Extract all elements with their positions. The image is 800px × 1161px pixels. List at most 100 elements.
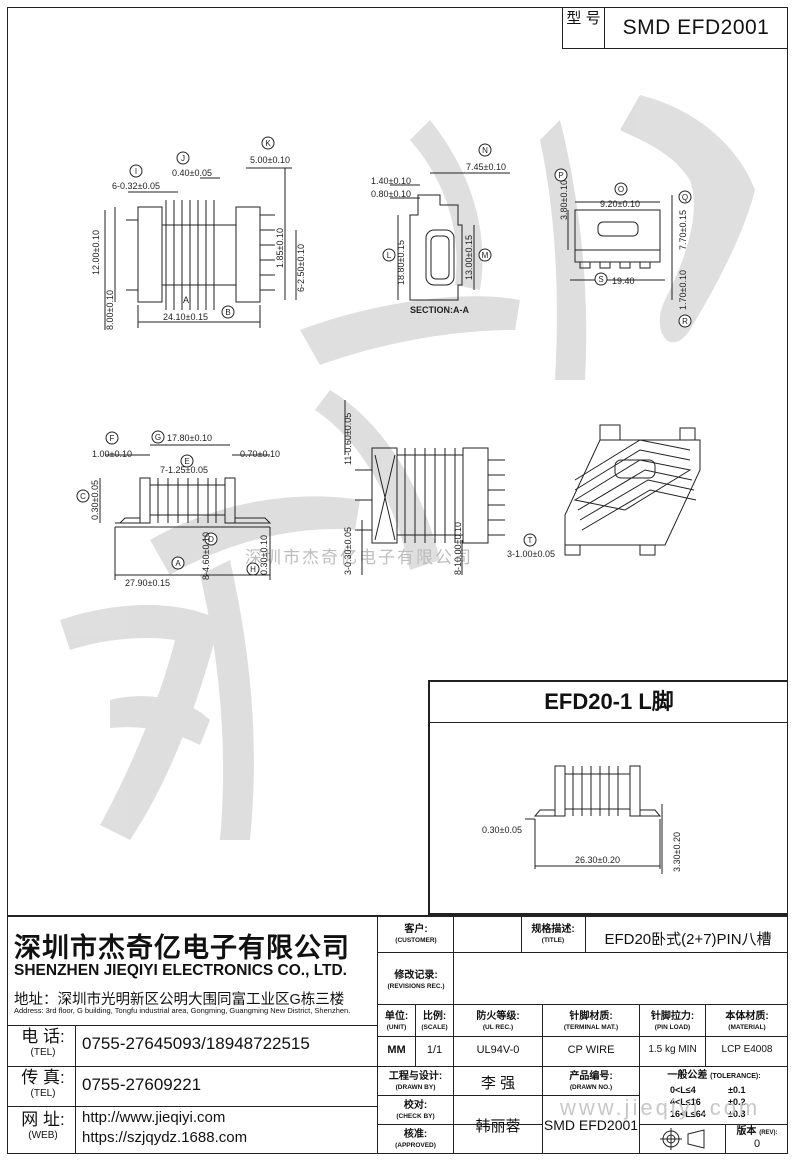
dim-745: 7.45±0.10 <box>466 162 506 172</box>
version-label: 版本 (REV): <box>736 1126 778 1137</box>
dim-77: 7.70±0.15 <box>678 210 688 250</box>
top-view <box>344 400 505 575</box>
grid-line <box>705 1004 706 1066</box>
bottom-side-view <box>99 444 272 580</box>
dim-194: 19.40 <box>612 276 635 286</box>
drawn-by-value: 李 强 <box>480 1075 516 1092</box>
inset-dim-330: 3.30±0.20 <box>672 832 682 872</box>
dim-j: 0.40±0.05 <box>172 168 212 178</box>
label-l: L <box>387 251 392 260</box>
projection-symbol-icon <box>660 1128 705 1150</box>
title-label: 规格描述:(TITLE) <box>531 924 575 944</box>
title-value: EFD20卧式(2+7)PIN八槽 <box>604 931 772 948</box>
fax-label: 传 真:(TEL) <box>21 1068 65 1099</box>
grid-line <box>542 1004 543 1154</box>
approved-label: 核准:(APPROVED) <box>395 1129 436 1149</box>
company-name-en: SHENZHEN JIEQIYI ELECTRONICS CO., LTD. <box>14 962 347 979</box>
label-t: T <box>528 536 533 545</box>
inset-dim-030: 0.30±0.05 <box>482 825 522 835</box>
ul-rec-label: 防火等级:(UL REC.) <box>476 1011 520 1031</box>
drawn-by-label: 工程与设计:(DRAWN BY) <box>388 1071 443 1091</box>
label-g: G <box>155 433 161 442</box>
tol-value-3: ±0.3 <box>728 1109 746 1119</box>
tel-label: 电 话:(TEL) <box>21 1027 65 1058</box>
address-en: Address: 3rd floor, G building, Tongfu i… <box>14 1006 351 1015</box>
grid-line <box>453 915 454 1154</box>
grid-line <box>7 1025 377 1026</box>
drawing-no-value: SMD EFD2001 <box>543 1117 639 1133</box>
label-m: M <box>482 251 489 260</box>
dim-3030: 3-0.30±0.05 <box>343 527 353 575</box>
dim-100: 1.00±0.10 <box>92 449 132 459</box>
label-s: S <box>598 275 603 284</box>
dim-13: 13.00±0.15 <box>464 235 474 280</box>
side-view <box>567 195 673 300</box>
dim-62: 6-2.50±0.10 <box>296 244 306 292</box>
grid-line <box>725 1124 726 1154</box>
dim-030: 0.30±0.05 <box>90 480 100 520</box>
dim-0303: 0.30±0.10 <box>259 535 269 575</box>
isometric-view <box>564 424 701 556</box>
tolerance-label: 一般公差 (TOLERANCE): <box>667 1070 761 1081</box>
terminal-value: CP WIRE <box>567 1044 615 1056</box>
label-d: D <box>208 535 214 544</box>
watermark-text: 深圳市杰奇亿电子有限公司 <box>245 548 473 567</box>
grid-line <box>377 1036 788 1037</box>
inset-dim-263: 26.30±0.20 <box>575 855 620 865</box>
grid-line <box>377 1066 788 1067</box>
section-label: SECTION:A-A <box>410 305 469 315</box>
scale-value: 1/1 <box>426 1044 443 1056</box>
label-a: A <box>175 559 181 568</box>
material-value: LCP E4008 <box>721 1044 773 1055</box>
model-value: SMD EFD2001 <box>622 16 770 39</box>
inset-box <box>428 680 788 915</box>
web-url-1[interactable]: http://www.jieqiyi.com <box>82 1109 226 1126</box>
dim-070: 0.70±0.10 <box>240 449 280 459</box>
pin-load-label: 针脚拉力:(PIN LOAD) <box>650 1011 695 1031</box>
label-e: E <box>184 457 189 466</box>
grid-line <box>377 1124 542 1125</box>
terminal-label: 针脚材质:(TERMINAL MAT.) <box>563 1011 619 1031</box>
tol-value-1: ±0.1 <box>728 1085 746 1095</box>
pin-load-value: 1.5 kg MIN <box>648 1044 697 1055</box>
unit-label: 单位:(UNIT) <box>384 1011 409 1031</box>
dim-pin-pitch: 6-0.32±0.05 <box>112 181 160 191</box>
grid-line <box>639 1124 788 1125</box>
grid-line <box>377 915 378 1154</box>
dim-178: 17.80±0.10 <box>167 433 212 443</box>
company-name-cn: 深圳市杰奇亿电子有限公司 <box>14 933 350 963</box>
dim-17: 1.70±0.10 <box>678 270 688 310</box>
website-watermark: www.jieqiyi.com <box>560 1095 761 1120</box>
section-view <box>390 172 510 301</box>
label-p: P <box>558 171 563 180</box>
grid-line <box>7 1066 377 1067</box>
label-f: F <box>110 434 115 443</box>
dim-8100: 8-10.00±0.10 <box>453 522 463 575</box>
dim-279: 27.90±0.15 <box>125 578 170 588</box>
inset-title: EFD20-1 L脚 <box>430 682 788 723</box>
label-c: C <box>80 492 86 501</box>
web-url-2[interactable]: https://szjqydz.1688.com <box>82 1129 248 1146</box>
dim-241: 24.10±0.15 <box>163 312 208 322</box>
inset-drawing: 0.30±0.05 26.30±0.20 3.30±0.20 <box>482 765 682 874</box>
dim-140: 1.40±0.10 <box>371 176 411 186</box>
version-value: 0 <box>753 1138 761 1150</box>
dim-846: 8-4.60±0.10 <box>201 532 211 580</box>
dim-k: 5.00±0.10 <box>250 155 290 165</box>
model-label: 型 号 <box>563 8 605 48</box>
model-box: 型 号 SMD EFD2001 <box>562 7 788 49</box>
dim-92: 9.20±0.10 <box>600 199 640 209</box>
label-j: J <box>181 154 185 163</box>
tol-range-2: 4<L≤16 <box>670 1097 701 1107</box>
technical-drawings: I J K L M N O P Q R S T A B C D E F G H … <box>76 136 701 588</box>
section-mark-a: A <box>183 295 189 305</box>
ul-rec-value: UL94V-0 <box>476 1044 520 1056</box>
grid-line <box>75 1025 76 1154</box>
dim-185: 1.85±0.10 <box>275 228 285 268</box>
dim-8: 8.00±0.10 <box>105 290 115 330</box>
customer-label: 客户:(CUSTOMER) <box>395 924 437 944</box>
dim-1106: 11-0.60±0.05 <box>343 413 353 465</box>
grid-line <box>377 1095 639 1096</box>
label-k: K <box>265 139 271 148</box>
dim-188: 18.80±0.15 <box>396 240 406 285</box>
